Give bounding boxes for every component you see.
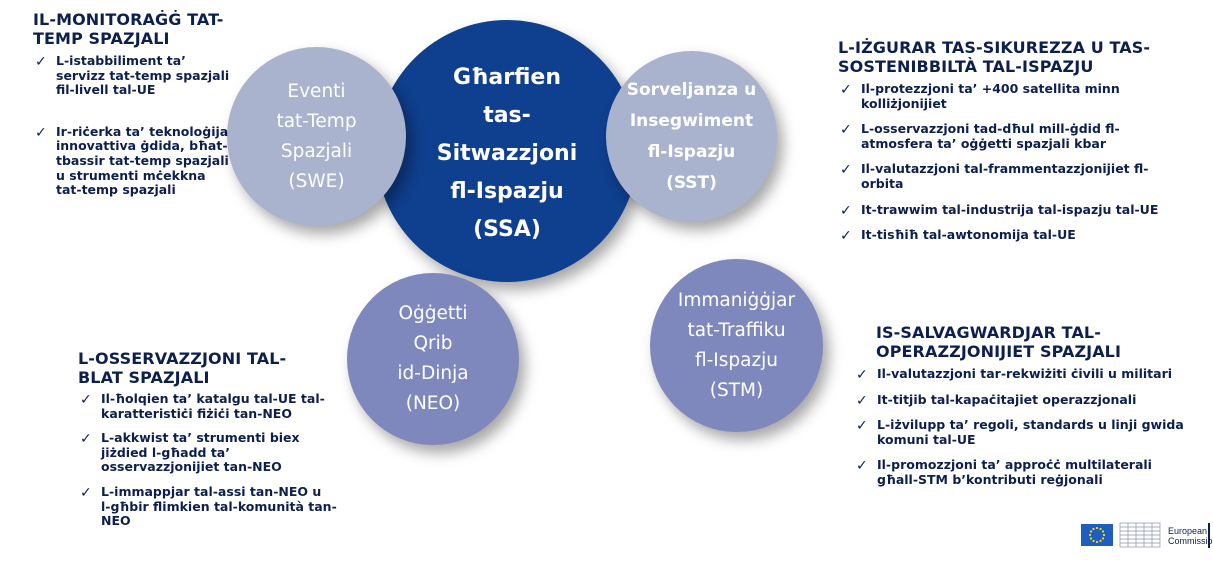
swe-panel-heading: IL-MONITORAĠĠ TAT- TEMP SPAZJALI <box>33 10 224 48</box>
check-icon: ✓ <box>840 82 852 98</box>
check-icon: ✓ <box>856 418 868 435</box>
sst-panel: L-IŻGURAR TAS-SIKUREZZA U TAS- SOSTENIBB… <box>838 38 1210 243</box>
list-item: ✓ It-titjib tal-kapaċitajiet operazzjona… <box>856 391 1137 409</box>
list-item: ✓ It-tisħiħ tal-awtonomija tal-UE <box>840 227 1076 245</box>
list-item: ✓ It-trawwim tal-industrija tal-ispazju … <box>840 201 1159 219</box>
logo-text: European Commission <box>1168 526 1213 546</box>
check-icon: ✓ <box>35 54 47 70</box>
list-item: ✓ L-immappjar tal-assi tan-NEO u l-għbir… <box>80 483 337 529</box>
neo-panel: L-OSSERVAZZJONI TAL- BLAT SPAZJALI ✓ Il-… <box>78 349 353 529</box>
check-icon: ✓ <box>840 202 852 219</box>
swe-circle: Eventi tat-Temp Spazjali (SWE) <box>227 47 406 226</box>
list-item: ✓ Il-ħolqien ta’ katalgu tal-UE tal- kar… <box>80 391 325 421</box>
eu-flag-icon <box>1081 524 1113 546</box>
check-icon: ✓ <box>35 124 47 141</box>
logo-divider <box>1208 523 1210 548</box>
check-icon: ✓ <box>80 484 92 501</box>
list-item: ✓ L-iżvilupp ta’ regoli, standards u lin… <box>856 417 1184 447</box>
neo-panel-heading: L-OSSERVAZZJONI TAL- BLAT SPAZJALI <box>78 349 287 387</box>
neo-bullet-list: ✓ Il-ħolqien ta’ katalgu tal-UE tal- kar… <box>78 391 353 529</box>
check-icon: ✓ <box>856 367 868 383</box>
berlaymont-building-icon <box>1119 522 1161 548</box>
check-icon: ✓ <box>840 162 852 179</box>
sst-circle: Sorveljanza u Insegwiment fl-Ispazju (SS… <box>606 51 777 222</box>
european-commission-logo: European Commission <box>1080 519 1213 553</box>
check-icon: ✓ <box>856 458 868 475</box>
list-item: ✓ Ir-riċerka ta’ teknoloġija innovattiva… <box>35 123 229 198</box>
sst-bullet-list: ✓ Il-protezzjoni ta’ +400 satellita minn… <box>838 81 1210 245</box>
stm-panel: IS-SALVAGWARDJAR TAL- OPERAZZJONIJIET SP… <box>854 323 1210 488</box>
stm-circle: Immaniġġjar tat-Traffiku fl-Ispazju (STM… <box>650 259 823 432</box>
check-icon: ✓ <box>80 392 92 408</box>
list-item: ✓ L-istabbiliment ta’ servizz tat-temp s… <box>35 53 230 98</box>
swe-panel: IL-MONITORAĠĠ TAT- TEMP SPAZJALI ✓ L-ist… <box>33 10 273 198</box>
sst-panel-heading: L-IŻGURAR TAS-SIKUREZZA U TAS- SOSTENIBB… <box>838 38 1151 76</box>
sst-circle-label: Sorveljanza u Insegwiment fl-Ispazju (SS… <box>626 79 757 193</box>
stm-circle-label: Immaniġġjar tat-Traffiku fl-Ispazju (STM… <box>677 289 796 401</box>
list-item: ✓ Il-promozzjoni ta’ approċċ multilatera… <box>856 457 1152 487</box>
check-icon: ✓ <box>80 431 92 448</box>
check-icon: ✓ <box>840 228 852 245</box>
list-item: ✓ Il-protezzjoni ta’ +400 satellita minn… <box>840 81 1120 111</box>
list-item: ✓ Il-valutazzjoni tar-rekwiżiti ċivili u… <box>856 366 1173 383</box>
stm-panel-heading: IS-SALVAGWARDJAR TAL- OPERAZZJONIJIET SP… <box>876 323 1122 361</box>
list-item: ✓ L-akkwist ta’ strumenti biex jiżdied l… <box>80 430 300 475</box>
check-icon: ✓ <box>856 392 868 409</box>
ssa-center-circle: Għarfien tas- Sitwazzjoni fl-Ispazju (SS… <box>376 20 638 282</box>
stm-bullet-list: ✓ Il-valutazzjoni tar-rekwiżiti ċivili u… <box>854 366 1210 488</box>
swe-circle-label: Eventi tat-Temp Spazjali (SWE) <box>276 80 357 192</box>
neo-circle: Oġġetti Qrib id-Dinja (NEO) <box>347 273 519 445</box>
neo-circle-label: Oġġetti Qrib id-Dinja (NEO) <box>397 303 469 414</box>
ssa-circle-label: Għarfien tas- Sitwazzjoni fl-Ispazju (SS… <box>436 65 578 242</box>
list-item: ✓ L-osservazzjoni tad-dħul mill-ġdid fl-… <box>840 121 1120 151</box>
swe-bullet-list: ✓ L-istabbiliment ta’ servizz tat-temp s… <box>33 53 273 198</box>
check-icon: ✓ <box>840 122 852 139</box>
eu-stars-icon <box>1088 526 1106 544</box>
list-item: ✓ Il-valutazzjoni tal-frammentazzjonijie… <box>840 161 1149 191</box>
